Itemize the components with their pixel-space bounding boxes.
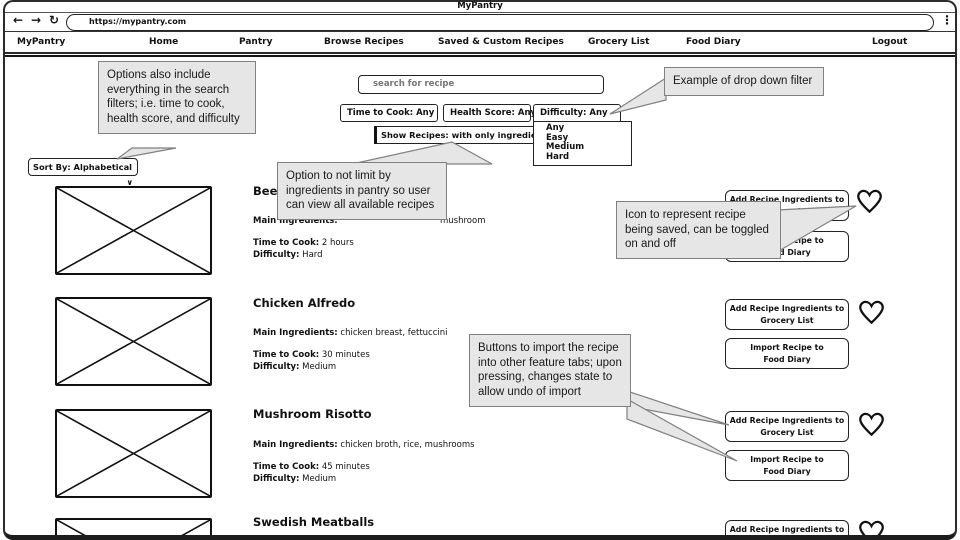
filter-difficulty[interactable]: Difficulty: Any ∨ bbox=[533, 104, 621, 133]
difficulty-option-medium[interactable]: Medium bbox=[546, 142, 585, 152]
filter-time-label: Time to Cook: Any bbox=[347, 108, 435, 118]
filter-difficulty-label: Difficulty: Any bbox=[540, 108, 608, 118]
url-bar[interactable] bbox=[66, 14, 934, 31]
recipe-title[interactable]: Beef bbox=[253, 184, 283, 198]
annotation-show-all-recipes: Option to not limit by ingredients in pa… bbox=[277, 162, 447, 221]
save-recipe-heart-icon[interactable] bbox=[858, 300, 885, 325]
difficulty-option-any[interactable]: Any bbox=[546, 123, 565, 133]
difficulty-label: Difficulty: bbox=[253, 362, 300, 372]
show-recipes-toggle[interactable]: Show Recipes: with only ingredients in m… bbox=[374, 126, 550, 144]
time-value: 30 minutes bbox=[321, 350, 370, 360]
recipe-title[interactable]: Mushroom Risotto bbox=[253, 407, 372, 421]
nav-item-food-diary[interactable]: Food Diary bbox=[686, 37, 741, 47]
divider bbox=[5, 12, 955, 13]
time-value: 45 minutes bbox=[321, 462, 370, 472]
recipe-title[interactable]: Chicken Alfredo bbox=[253, 296, 356, 310]
nav-item-pantry[interactable]: Pantry bbox=[239, 37, 273, 47]
difficulty-dropdown-panel: Any Easy Medium Hard bbox=[533, 121, 632, 166]
annotation-save-icon: Icon to represent recipe being saved, ca… bbox=[616, 201, 781, 260]
filter-health-score[interactable]: Health Score: Any ∨ bbox=[443, 104, 536, 133]
nav-item-saved-custom-recipes[interactable]: Saved & Custom Recipes bbox=[438, 37, 564, 47]
import-to-food-diary-button[interactable]: Import Recipe to Food Diary bbox=[725, 338, 849, 369]
browser-menu-icon[interactable]: ⋮ bbox=[941, 13, 953, 27]
recipe-ingredients: Main Ingredients: mushroom bbox=[253, 216, 485, 226]
recipe-time: Time to Cook: 2 hours bbox=[253, 238, 354, 248]
ingredients-value: chicken breast, fettuccini bbox=[340, 328, 448, 338]
recipe-title[interactable]: Swedish Meatballs bbox=[253, 515, 375, 529]
annotation-sort-options: Options also include everything in the s… bbox=[98, 61, 256, 134]
url-input[interactable] bbox=[87, 16, 891, 27]
button-line1: Add Recipe Ingredients to bbox=[729, 195, 845, 204]
button-line2: Food Diary bbox=[763, 467, 811, 476]
button-line1: Add Recipe Ingredients to bbox=[729, 525, 845, 534]
save-recipe-heart-icon[interactable] bbox=[858, 412, 885, 437]
import-to-food-diary-button[interactable]: Import Recipe to Food Diary bbox=[725, 450, 849, 481]
button-line2: Grocery List bbox=[726, 536, 848, 540]
save-recipe-heart-icon[interactable] bbox=[858, 520, 885, 540]
difficulty-value: Medium bbox=[302, 474, 337, 484]
divider bbox=[5, 55, 955, 57]
recipe-difficulty: Difficulty: Medium bbox=[253, 362, 336, 372]
button-line2: Food Diary bbox=[763, 355, 811, 364]
refresh-icon[interactable]: ↻ bbox=[49, 13, 60, 27]
difficulty-option-easy[interactable]: Easy bbox=[546, 132, 569, 143]
divider bbox=[5, 31, 955, 32]
search-input[interactable] bbox=[371, 78, 595, 90]
difficulty-label: Difficulty: bbox=[253, 250, 300, 260]
button-line2: Grocery List bbox=[760, 316, 814, 325]
difficulty-value: Hard bbox=[302, 250, 323, 260]
nav-item-browse-recipes[interactable]: Browse Recipes bbox=[324, 37, 404, 47]
nav-item-logout[interactable]: Logout bbox=[872, 37, 908, 47]
recipe-image-placeholder bbox=[55, 186, 212, 275]
button-line1: Add Recipe Ingredients to bbox=[729, 416, 845, 425]
filter-health-label: Health Score: Any bbox=[450, 108, 537, 118]
sort-by-label: Sort By: Alphabetical bbox=[33, 162, 133, 172]
button-line1: Import Recipe to bbox=[750, 343, 824, 352]
button-line2: Grocery List bbox=[760, 428, 814, 437]
recipe-difficulty: Difficulty: Hard bbox=[253, 250, 323, 260]
ingredients-value: mushroom bbox=[440, 216, 486, 226]
button-line1: Add Recipe Ingredients to bbox=[729, 304, 845, 313]
window-title: MyPantry bbox=[457, 1, 503, 11]
recipe-time: Time to Cook: 30 minutes bbox=[253, 350, 370, 360]
difficulty-value: Medium bbox=[302, 362, 337, 372]
ingredients-label: Main Ingredients: bbox=[253, 216, 338, 226]
back-icon[interactable]: ← bbox=[13, 13, 24, 27]
time-label: Time to Cook: bbox=[253, 238, 320, 248]
difficulty-label: Difficulty: bbox=[253, 474, 300, 484]
filter-time-to-cook[interactable]: Time to Cook: Any ∨ bbox=[340, 104, 438, 133]
nav-item-grocery-list[interactable]: Grocery List bbox=[588, 37, 650, 47]
difficulty-option-hard[interactable]: Hard bbox=[546, 151, 570, 162]
chevron-down-icon: ∨ bbox=[126, 178, 134, 187]
time-value: 2 hours bbox=[321, 238, 354, 248]
annotation-import-buttons: Buttons to import the recipe into other … bbox=[469, 334, 631, 407]
recipe-image-placeholder bbox=[55, 297, 212, 386]
divider bbox=[5, 52, 955, 54]
recipe-ingredients: Main Ingredients: chicken broth, rice, m… bbox=[253, 440, 475, 450]
time-label: Time to Cook: bbox=[253, 350, 320, 360]
save-recipe-heart-icon[interactable] bbox=[856, 189, 883, 214]
recipe-difficulty: Difficulty: Medium bbox=[253, 474, 336, 484]
recipe-ingredients: Main Ingredients: chicken breast, fettuc… bbox=[253, 328, 448, 338]
recipe-time: Time to Cook: 45 minutes bbox=[253, 462, 370, 472]
add-to-grocery-list-button[interactable]: Add Recipe Ingredients to Grocery List bbox=[725, 411, 849, 442]
button-line1: Import Recipe to bbox=[750, 455, 824, 464]
forward-icon[interactable]: → bbox=[31, 13, 42, 27]
search-input-box[interactable] bbox=[358, 75, 604, 94]
nav-item-home[interactable]: Home bbox=[149, 37, 179, 47]
recipe-image-placeholder bbox=[55, 518, 212, 540]
time-label: Time to Cook: bbox=[253, 462, 320, 472]
recipe-image-placeholder bbox=[55, 409, 212, 498]
add-to-grocery-list-button[interactable]: Add Recipe Ingredients to Grocery List bbox=[725, 299, 849, 330]
brand-logo[interactable]: MyPantry bbox=[17, 37, 66, 47]
ingredients-value: chicken broth, rice, mushrooms bbox=[340, 440, 475, 450]
ingredients-label: Main Ingredients: bbox=[253, 328, 338, 338]
add-to-grocery-list-button[interactable]: Add Recipe Ingredients to Grocery List bbox=[725, 520, 849, 540]
ingredients-label: Main Ingredients: bbox=[253, 440, 338, 450]
sort-by-dropdown[interactable]: Sort By: Alphabetical ∨ bbox=[28, 158, 138, 187]
annotation-dropdown-example: Example of drop down filter bbox=[664, 67, 824, 96]
